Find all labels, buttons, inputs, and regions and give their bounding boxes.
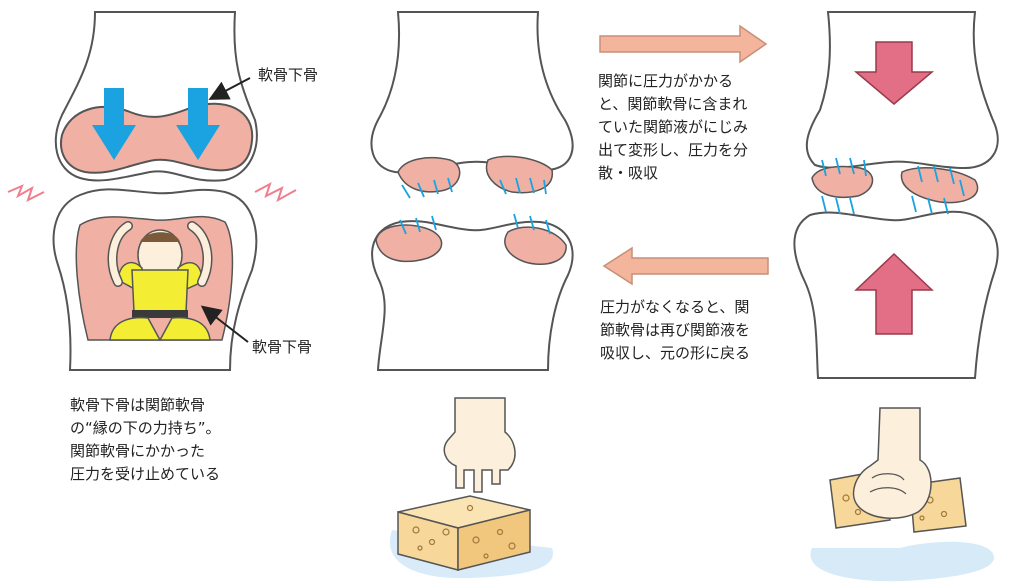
caption-release: 圧力がなくなると、関 節軟骨は再び関節液を 吸収し、元の形に戻る [600,296,750,365]
left-joint [8,12,296,370]
pain-spark-icon [8,186,44,200]
middle-lower-cartilage-left [376,225,442,261]
label-subchondral-bone-bottom: 軟骨下骨 [252,336,312,359]
label-subchondral-bone-top: 軟骨下骨 [258,64,318,87]
right-joint [794,12,997,378]
arrow-right-compress [600,26,766,62]
middle-joint [372,12,573,370]
arrow-left-release [604,248,768,284]
middle-upper-bone [372,12,573,173]
sponge-icon [390,496,553,578]
pain-spark-icon [255,184,296,200]
hand-icon [444,398,515,492]
hand-icon [854,408,931,518]
caption-compression: 関節に圧力がかかる と、関節軟骨に含まれ ていた関節液がにじみ 出て変形し、圧力… [598,70,748,185]
caption-subchondral-role: 軟骨下骨は関節軟骨 の“縁の下の力持ち”。 関節軟骨にかかった 圧力を受け止めて… [70,394,221,486]
right-upper-cartilage-left [812,167,873,198]
